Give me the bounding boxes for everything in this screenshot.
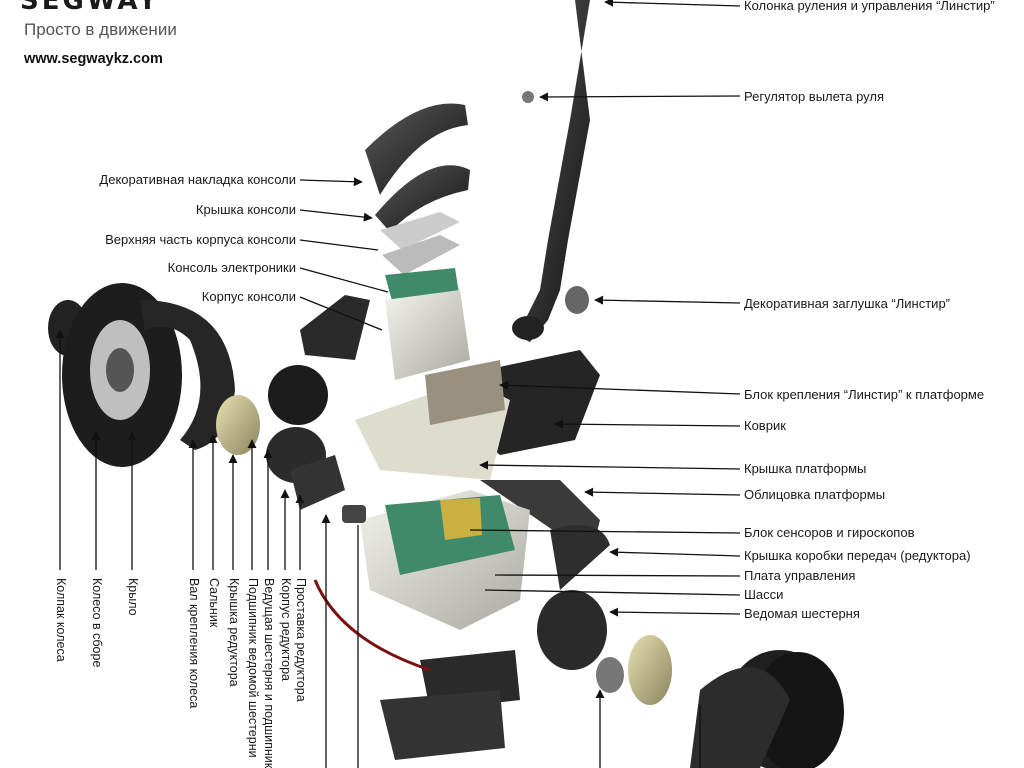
label-gearbox-cover: Крышка коробки передач (редуктора) [744, 548, 971, 563]
label-driven-gear: Ведомая шестерня [744, 606, 860, 621]
right-wheel-assembly [537, 590, 844, 768]
vlabel-fender: Крыло [126, 578, 140, 616]
website-link[interactable]: www.segwaykz.com [24, 51, 163, 67]
console-parts [300, 103, 470, 380]
label-handle-adjuster: Регулятор вылета руля [744, 89, 884, 104]
label-electronics-console: Консоль электроники [167, 260, 296, 275]
vlabel-wheel-cap: Колпак колеса [54, 578, 68, 662]
label-console-lid: Крышка консоли [195, 202, 296, 217]
vlabel-gearbox-housing: Корпус редуктора [279, 578, 293, 682]
slogan: Просто в движении [24, 20, 177, 39]
label-chassis: Шасси [744, 587, 784, 602]
brand-logo: SEGWAY [20, 0, 160, 16]
label-steering-column: Колонка руления и управления “Линстир” [744, 0, 995, 13]
label-platform-cover: Крышка платформы [744, 461, 867, 476]
platform-parts [355, 350, 610, 630]
vlabel-gearbox-lid: Крышка редуктора [227, 578, 241, 687]
label-platform-trim: Облицовка платформы [744, 487, 886, 502]
label-console-housing: Корпус консоли [201, 289, 296, 304]
vlabel-gearbox-spacer: Проставка редуктора [294, 578, 308, 702]
label-decorative-cap: Декоративная заглушка “Линстир” [744, 296, 951, 311]
vlabel-wheel-shaft: Вал крепления колеса [187, 578, 201, 709]
leader-lines [55, 0, 741, 768]
label-mat: Коврик [744, 418, 786, 433]
label-leansteer-mount: Блок крепления “Линстир” к платформе [744, 387, 985, 402]
label-console-upper-housing: Верхняя часть корпуса консоли [105, 232, 296, 247]
steering-column [512, 0, 590, 342]
vlabel-driven-gear-bearing: Подшипник ведомой шестерни [246, 578, 260, 758]
vlabel-drive-gear-bearing: Ведущая шестерня и подшипник [262, 578, 276, 768]
label-control-board: Плата управления [744, 568, 856, 583]
footpad-parts [313, 579, 520, 760]
label-console-trim: Декоративная накладка консоли [99, 172, 296, 187]
label-sensor-block: Блок сенсоров и гироскопов [744, 525, 915, 540]
vlabel-seal: Сальник [207, 578, 221, 628]
vlabel-wheel-assembly: Колесо в сборе [90, 578, 104, 668]
